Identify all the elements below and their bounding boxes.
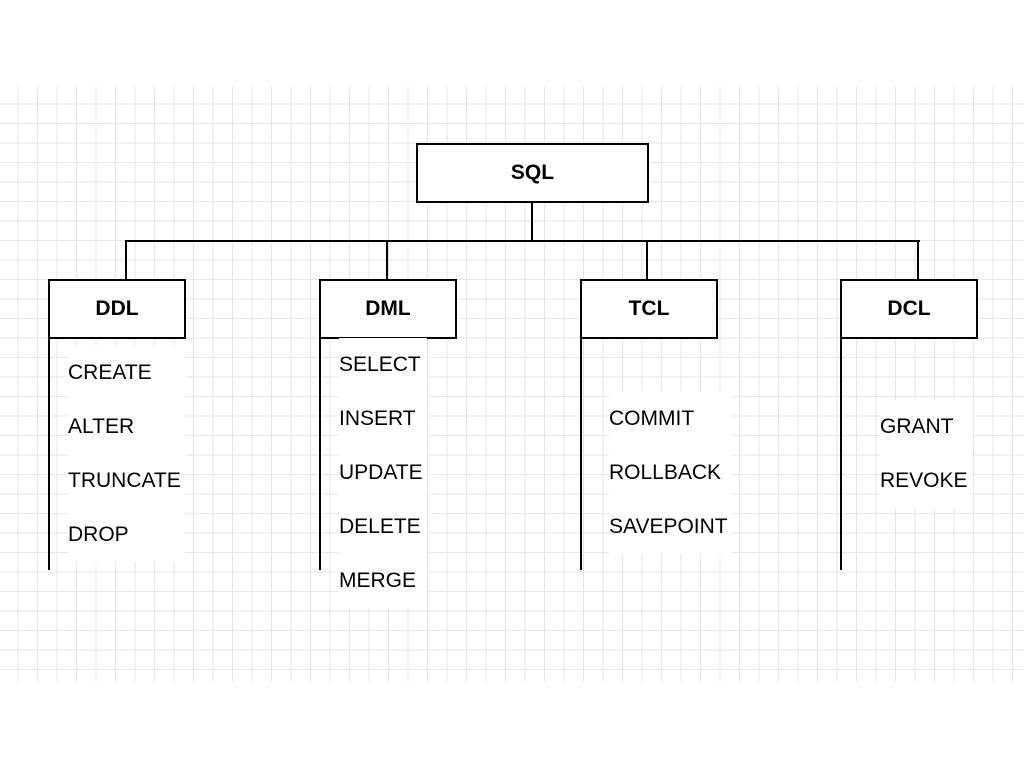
horizontal-bus [125, 240, 920, 242]
list-item: ROLLBACK [609, 461, 722, 484]
tcl-vertical-line [580, 337, 582, 570]
branch-connector-dcl [917, 240, 919, 279]
category-label: DML [365, 297, 411, 320]
dml-vertical-line [319, 337, 321, 570]
list-item: SELECT [339, 353, 421, 376]
root-node-label: SQL [510, 161, 555, 184]
list-item: COMMIT [609, 407, 695, 430]
list-item: TRUNCATE [68, 469, 181, 492]
list-item: CREATE [68, 361, 152, 384]
category-node-dcl: DCL [840, 279, 978, 339]
category-node-dml: DML [319, 279, 457, 339]
dml-item-list: SELECT INSERT UPDATE DELETE MERGE [339, 338, 427, 608]
tcl-item-list: COMMIT ROLLBACK SAVEPOINT [609, 392, 732, 554]
list-item: REVOKE [880, 469, 968, 492]
branch-connector-dml [386, 240, 388, 279]
ddl-vertical-line [48, 337, 50, 570]
category-label: TCL [628, 297, 670, 320]
category-label: DCL [887, 297, 931, 320]
branch-connector-ddl [125, 240, 127, 279]
list-item: MERGE [339, 569, 417, 592]
category-node-ddl: DDL [48, 279, 186, 339]
list-item: UPDATE [339, 461, 423, 484]
list-item: DROP [68, 523, 129, 546]
list-item: SAVEPOINT [609, 515, 728, 538]
list-item: GRANT [880, 415, 954, 438]
list-item: DELETE [339, 515, 421, 538]
root-connector [531, 203, 533, 241]
root-node-sql: SQL [416, 143, 649, 203]
category-label: DDL [95, 297, 139, 320]
dcl-item-list: GRANT REVOKE [880, 400, 972, 508]
branch-connector-tcl [646, 240, 648, 279]
list-item: ALTER [68, 415, 135, 438]
list-item: INSERT [339, 407, 416, 430]
category-node-tcl: TCL [580, 279, 718, 339]
ddl-item-list: CREATE ALTER TRUNCATE DROP [68, 346, 185, 562]
dcl-vertical-line [840, 337, 842, 570]
